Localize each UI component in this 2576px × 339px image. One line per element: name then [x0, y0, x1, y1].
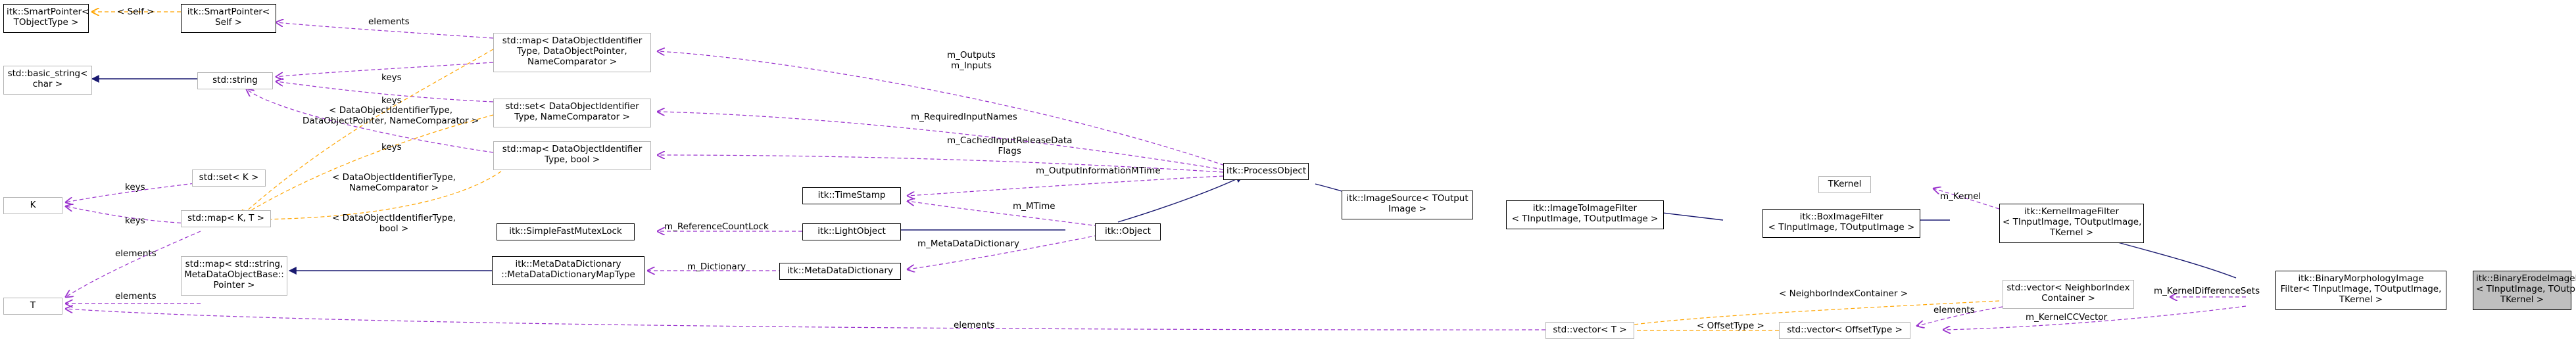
label-kernelccvector: m_KernelCCVector	[2026, 312, 2108, 323]
node-std-map-k-t[interactable]: std::map< K, T >	[181, 210, 271, 227]
label-kernel: m_Kernel	[1940, 191, 1981, 202]
node-lightobject[interactable]: itk::LightObject	[802, 223, 901, 240]
edge-metadatadictionary-object	[908, 235, 1099, 269]
label-self: < Self >	[117, 7, 155, 17]
node-basic-string[interactable]: std::basic_string< char >	[3, 66, 92, 95]
edge-object-to-processobject	[1117, 175, 1244, 223]
edge-vector-neighborindex-elements	[1917, 306, 2003, 326]
node-kernelimagefilter[interactable]: itk::KernelImageFilter < TInputImage, TO…	[1999, 204, 2144, 243]
node-boximagefilter[interactable]: itk::BoxImageFilter < TInputImage, TOutp…	[1762, 209, 1920, 238]
label-t-vector-elements: elements	[954, 320, 995, 330]
label-dictionary: m_Dictionary	[687, 261, 746, 272]
node-std-string[interactable]: std::string	[197, 72, 273, 89]
edge-set-keys	[66, 182, 201, 202]
node-metadatadictionary[interactable]: itk::MetaDataDictionary	[779, 263, 901, 280]
node-timestamp[interactable]: itk::TimeStamp	[802, 187, 901, 204]
node-std-map-metadataobjectbase[interactable]: std::map< std::string, MetaDataObjectBas…	[181, 256, 287, 296]
node-map-dataobjectpointer[interactable]: std::map< DataObjectIdentifier Type, Dat…	[493, 33, 651, 72]
label-map-elements: elements	[115, 248, 157, 259]
label-elements-top: elements	[368, 16, 410, 27]
label-requiredinputnames: m_RequiredInputNames	[911, 112, 1017, 122]
edge-template-map-ptr	[240, 49, 494, 217]
edge-t-vector-elements	[66, 309, 1559, 330]
edge-map-elements	[66, 231, 201, 297]
node-smartpointer-self[interactable]: itk::SmartPointer< Self >	[181, 4, 276, 33]
node-vector-offsettype[interactable]: std::vector< OffsetType >	[1779, 322, 1910, 339]
label-mtime: m_MTime	[1013, 201, 1056, 212]
node-smartpointer-tobjecttype[interactable]: itk::SmartPointer< TObjectType >	[3, 4, 89, 33]
edge-kernel	[1933, 189, 2000, 210]
node-set-dataobjectidentifier[interactable]: std::set< DataObjectIdentifier Type, Nam…	[493, 99, 651, 127]
edge-smartpointer-self-elements	[276, 22, 494, 39]
node-t[interactable]: T	[3, 298, 62, 315]
edge-mtime	[908, 201, 1099, 227]
label-keys-string-map: keys	[381, 72, 402, 83]
label-offsettype-template: < OffsetType >	[1697, 321, 1764, 331]
label-outputinformationmtime: m_OutputInformationMTime	[1036, 166, 1161, 176]
label-map-ptr-template: < DataObjectIdentifierType, DataObjectPo…	[303, 105, 479, 126]
label-metadatadictionary: m_MetaDataDictionary	[917, 238, 1019, 249]
node-k[interactable]: K	[3, 197, 62, 214]
label-set-keys: keys	[125, 182, 145, 192]
edge-outputs-inputs	[658, 51, 1237, 170]
label-kerneldifferencesets: m_KernelDifferenceSets	[2154, 286, 2260, 296]
label-set-template: < DataObjectIdentifierType, NameComparat…	[332, 172, 456, 193]
edge-keys-string-set	[276, 81, 494, 102]
node-object[interactable]: itk::Object	[1095, 223, 1161, 240]
node-map-dataobject-bool[interactable]: std::map< DataObjectIdentifier Type, boo…	[493, 141, 651, 170]
node-binaryerodeimagefilter[interactable]: itk::BinaryErodeImageFilter < TInputImag…	[2473, 271, 2576, 310]
label-map-keys: keys	[125, 215, 145, 226]
node-metadatadictionary-maptype[interactable]: itk::MetaDataDictionary ::MetaDataDictio…	[492, 256, 644, 285]
label-keys-string-set: keys	[381, 95, 402, 106]
node-processobject[interactable]: itk::ProcessObject	[1223, 163, 1309, 180]
node-tkernel[interactable]: TKernel	[1818, 176, 1871, 193]
edge-template-bool	[240, 167, 507, 219]
label-vector-elements: elements	[1933, 305, 1975, 315]
edge-cachedinput	[658, 155, 1224, 173]
edge-keys-string-bool	[247, 89, 494, 153]
label-cachedinput: m_CachedInputReleaseData Flags	[947, 135, 1073, 156]
edge-requiredinputnames	[658, 112, 1224, 170]
node-imagesource[interactable]: itk::ImageSource< TOutput Image >	[1342, 191, 1473, 219]
edge-keys-string-map	[276, 62, 494, 77]
label-keys-string-bool: keys	[381, 142, 402, 152]
node-imagetoimagefilter[interactable]: itk::ImageToImageFilter < TInputImage, T…	[1506, 200, 1664, 229]
label-outputs-inputs: m_Outputs m_Inputs	[947, 50, 996, 71]
edge-kernelccvector	[1943, 305, 2247, 330]
label-t-elements: elements	[115, 291, 157, 302]
edge-template-neighborindex	[1615, 300, 2000, 327]
edge-template-set	[240, 114, 494, 217]
node-vector-neighborindexcontainer[interactable]: std::vector< NeighborIndex Container >	[2003, 280, 2134, 309]
label-neighborindexcontainer-template: < NeighborIndexContainer >	[1779, 288, 1908, 299]
edge-outputinformationmtime	[908, 175, 1224, 196]
node-binarymorphologyimagefilter[interactable]: itk::BinaryMorphologyImage Filter< TInpu…	[2275, 271, 2446, 310]
node-std-set-k[interactable]: std::set< K >	[192, 170, 266, 187]
label-bool-template: < DataObjectIdentifierType, bool >	[332, 213, 456, 234]
node-simplefastmutexlock[interactable]: itk::SimpleFastMutexLock	[497, 223, 635, 240]
node-std-vector-t[interactable]: std::vector< T >	[1545, 322, 1634, 339]
label-referencecountlock: m_ReferenceCountLock	[664, 221, 769, 232]
edge-map-keys	[66, 206, 188, 224]
